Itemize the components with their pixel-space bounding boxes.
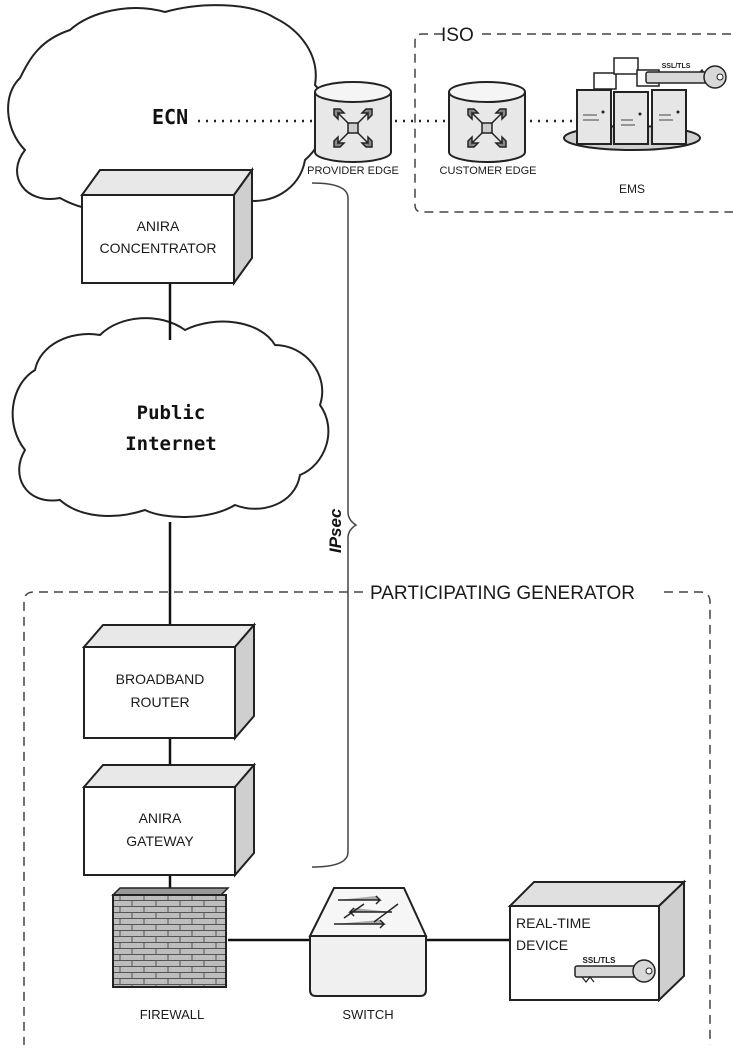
firewall-label: FIREWALL: [140, 1007, 205, 1022]
public-internet-label-line1: Public: [137, 402, 206, 424]
anira-gateway-label-line2: GATEWAY: [126, 833, 194, 849]
customer-edge-router: [448, 81, 526, 163]
participating-generator-group: PARTICIPATING GENERATOR: [23, 583, 711, 1045]
realtime-key-icon: [574, 959, 656, 983]
ems-key-icon: [645, 65, 727, 89]
anira-concentrator-box: ANIRA CONCENTRATOR: [80, 166, 254, 287]
switch-icon: [308, 887, 428, 997]
iso-label: ISO: [441, 25, 474, 46]
iso-group: ISO: [414, 25, 733, 213]
realtime-device-label-line2: DEVICE: [516, 937, 568, 953]
provider-edge-router: [314, 81, 392, 163]
public-internet-label-line2: Internet: [125, 433, 217, 455]
connection-lines: [168, 283, 512, 942]
anira-concentrator-label-line2: CONCENTRATOR: [100, 240, 217, 256]
switch-label: SWITCH: [342, 1007, 393, 1022]
provider-edge-label: PROVIDER EDGE: [307, 165, 399, 177]
broadband-router-box: BROADBAND ROUTER: [81, 622, 257, 741]
router-arrows-icon: [333, 108, 373, 148]
broadband-router-label-line1: BROADBAND: [116, 671, 205, 687]
ecn-label: ECN: [152, 105, 188, 129]
ems-servers: [563, 57, 701, 151]
realtime-device-box: REAL-TIME DEVICE: [507, 879, 687, 1003]
realtime-key-label: SSL/TLS: [583, 956, 617, 965]
realtime-device-label-line1: REAL-TIME: [516, 915, 591, 931]
broadband-router-label-line2: ROUTER: [130, 694, 189, 710]
ipsec-bracket: [311, 182, 358, 868]
customer-edge-label: CUSTOMER EDGE: [440, 165, 537, 177]
ems-key-label: SSL/TLS: [662, 63, 691, 70]
public-internet-cloud: Public Internet: [11, 317, 330, 518]
anira-concentrator-label-line1: ANIRA: [137, 218, 180, 234]
anira-gateway-label-line1: ANIRA: [139, 810, 182, 826]
firewall-icon: [111, 887, 230, 988]
router-arrows-icon: [467, 108, 507, 148]
ipsec-label: IPsec: [326, 508, 345, 553]
participating-generator-label: PARTICIPATING GENERATOR: [370, 583, 635, 604]
anira-gateway-box: ANIRA GATEWAY: [81, 762, 257, 878]
ems-label: EMS: [619, 182, 645, 196]
